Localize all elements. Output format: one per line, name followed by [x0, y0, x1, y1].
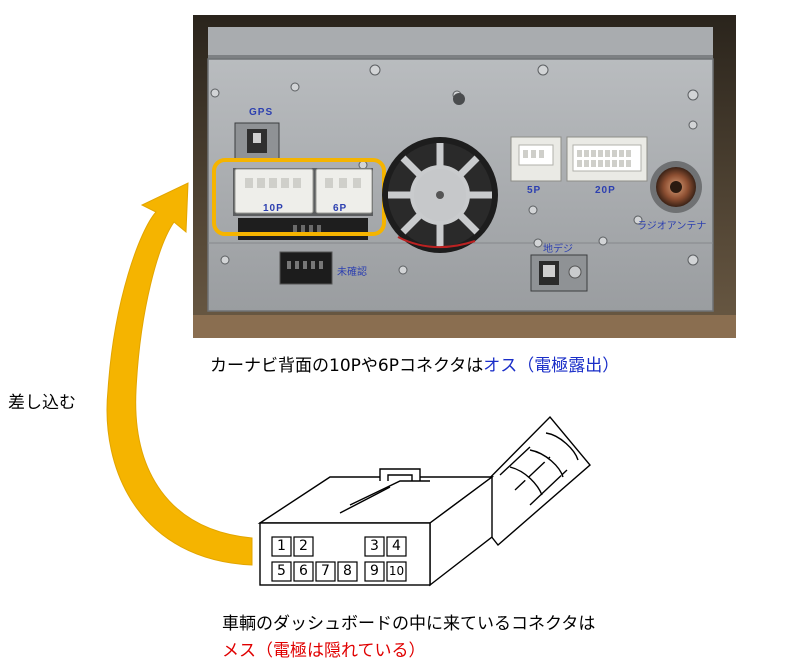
- top-caption: カーナビ背面の10Pや6Pコネクタはオス（電極露出）: [210, 351, 619, 376]
- navi-chassis-drawing: [193, 15, 736, 338]
- label-5p: 5P: [527, 185, 542, 196]
- label-20p: 20P: [595, 185, 616, 196]
- bottom-caption-line2: メス（電極は隠れている）: [222, 636, 426, 661]
- top-caption-prefix: カーナビ背面の10Pや6Pコネクタは: [210, 356, 484, 376]
- female-connector-drawing: [257, 415, 591, 587]
- pin-label: 10: [388, 564, 405, 578]
- pin-label: 3: [370, 538, 379, 554]
- pin-label: 9: [370, 563, 379, 579]
- pin-label: 5: [277, 563, 286, 579]
- label-unknown: 未確認: [337, 267, 367, 278]
- label-radio-antenna: ラジオアンテナ: [637, 221, 707, 232]
- label-digital-tv: 地デジ: [543, 244, 573, 255]
- pin-label: 6: [299, 563, 308, 579]
- pin-label: 8: [343, 563, 352, 579]
- label-gps: GPS: [249, 107, 274, 118]
- pin-label: 1: [277, 538, 286, 554]
- navi-back-photo: GPS 10P 6P 5P 20P ラジオアンテナ 地デジ 未確認: [193, 15, 736, 338]
- pin-label: 4: [392, 538, 401, 554]
- bottom-caption-highlight: メス（電極は隠れている）: [222, 641, 426, 661]
- label-6p: 6P: [333, 203, 348, 214]
- pin-label: 7: [321, 563, 330, 579]
- insert-label: 差し込む: [8, 393, 76, 413]
- pin-label: 2: [299, 538, 308, 554]
- label-10p: 10P: [263, 203, 284, 214]
- bottom-caption-line1: 車輌のダッシュボードの中に来ているコネクタは: [222, 614, 596, 634]
- top-caption-highlight: オス（電極露出）: [483, 356, 620, 376]
